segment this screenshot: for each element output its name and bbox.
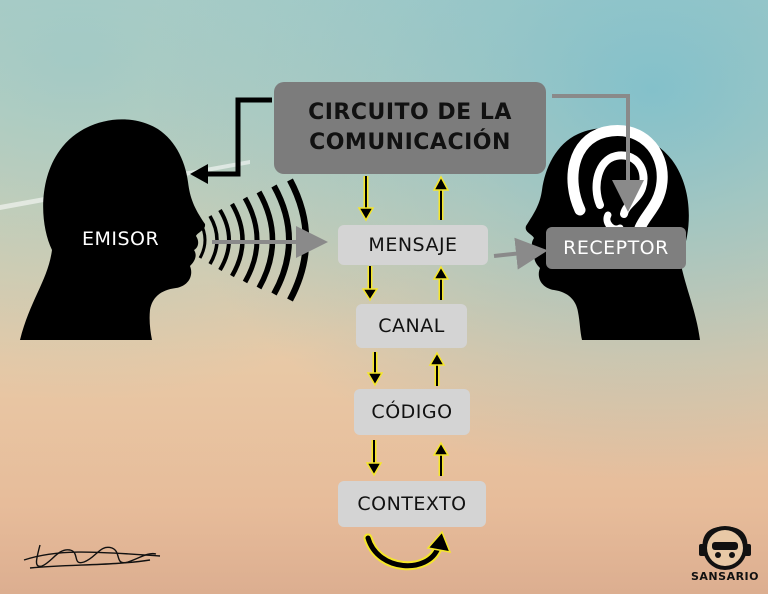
mensaje-label: MENSAJE [368, 234, 458, 256]
loop-arrow [363, 530, 452, 571]
title-to-emisor-arrow [206, 97, 272, 177]
logo-icon [699, 526, 751, 570]
mensaje-box: MENSAJE [338, 225, 488, 265]
title-line-2: COMUNICACIÓN [309, 130, 511, 155]
down-arrow [361, 266, 379, 302]
canal-label: CANAL [378, 315, 445, 337]
signature [23, 544, 161, 569]
contexto-box: CONTEXTO [338, 481, 486, 527]
sansario-wordmark: SANSARIO [691, 570, 759, 583]
contexto-label: CONTEXTO [357, 493, 467, 515]
up-arrow [432, 265, 450, 300]
flow-arrows [357, 175, 450, 477]
sansario-logo: SANSARIO [690, 520, 760, 590]
title-to-receptor-arrow [552, 94, 644, 212]
mensaje-to-receptor-arrow [493, 237, 548, 270]
up-arrow [432, 441, 450, 476]
title-line-1: CIRCUITO DE LA [308, 100, 512, 125]
canal-box: CANAL [356, 304, 467, 348]
codigo-label: CÓDIGO [371, 401, 453, 423]
down-arrow [366, 352, 384, 387]
down-arrow [357, 176, 375, 222]
diagram-title: CIRCUITO DE LA COMUNICACIÓN [274, 82, 546, 174]
codigo-box: CÓDIGO [354, 389, 470, 435]
emisor-head-silhouette [20, 119, 206, 340]
up-arrow [432, 175, 450, 220]
up-arrow [428, 351, 446, 386]
receptor-box: RECEPTOR [546, 227, 686, 269]
emisor-label: EMISOR [82, 228, 160, 250]
receptor-label: RECEPTOR [563, 237, 669, 259]
down-arrow [365, 440, 383, 477]
